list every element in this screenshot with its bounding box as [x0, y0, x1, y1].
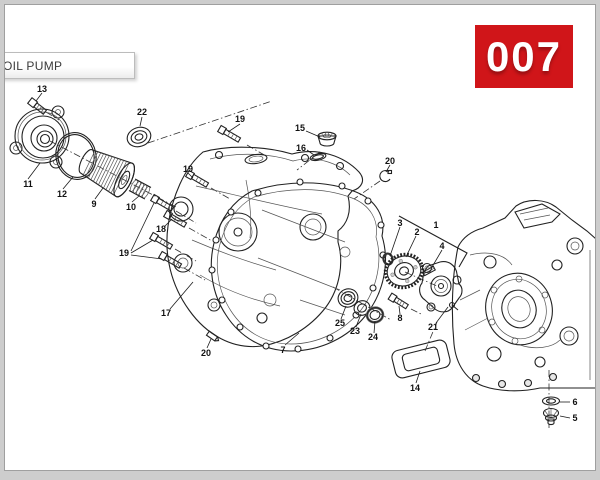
washer-23-drawing: [353, 300, 371, 316]
pump-shaft-line: [398, 215, 468, 268]
pump-gasket-drawing: [391, 339, 451, 379]
bolt-8-drawing: [387, 292, 410, 310]
cover-gasket-drawing: [208, 178, 387, 353]
leader-lines: [27, 92, 571, 419]
oil-pump-drawing: [419, 261, 463, 313]
crankcase-cover-drawing: [166, 146, 364, 348]
oil-filter-element-drawing: [78, 149, 135, 198]
mounting-bolts-drawing: [148, 124, 242, 269]
o-ring-24-drawing: [365, 306, 385, 324]
o-ring-12-drawing: [55, 132, 97, 180]
dowel-20-drawing: [205, 330, 220, 342]
engine-block-drawing: [451, 199, 597, 392]
bolt-13-drawing: [26, 97, 48, 115]
page-number-text: 007: [485, 32, 563, 80]
filler-cap-drawing: [317, 131, 337, 147]
drain-washer-drawing: [541, 396, 561, 406]
cap-o-ring-drawing: [309, 152, 327, 162]
seal-22-drawing: [126, 126, 152, 148]
circlip-20-drawing: [379, 169, 393, 183]
drain-plug-drawing: [542, 407, 560, 426]
section-tab[interactable]: OIL PUMP: [0, 52, 135, 79]
page-number-badge: 007: [475, 25, 573, 88]
inner-case-detail: [257, 209, 351, 316]
oil-filter-cover-drawing: [9, 105, 70, 169]
spring-10-drawing: [128, 178, 152, 200]
seal-25-drawing: [337, 288, 359, 308]
section-tab-label: OIL PUMP: [3, 58, 63, 73]
